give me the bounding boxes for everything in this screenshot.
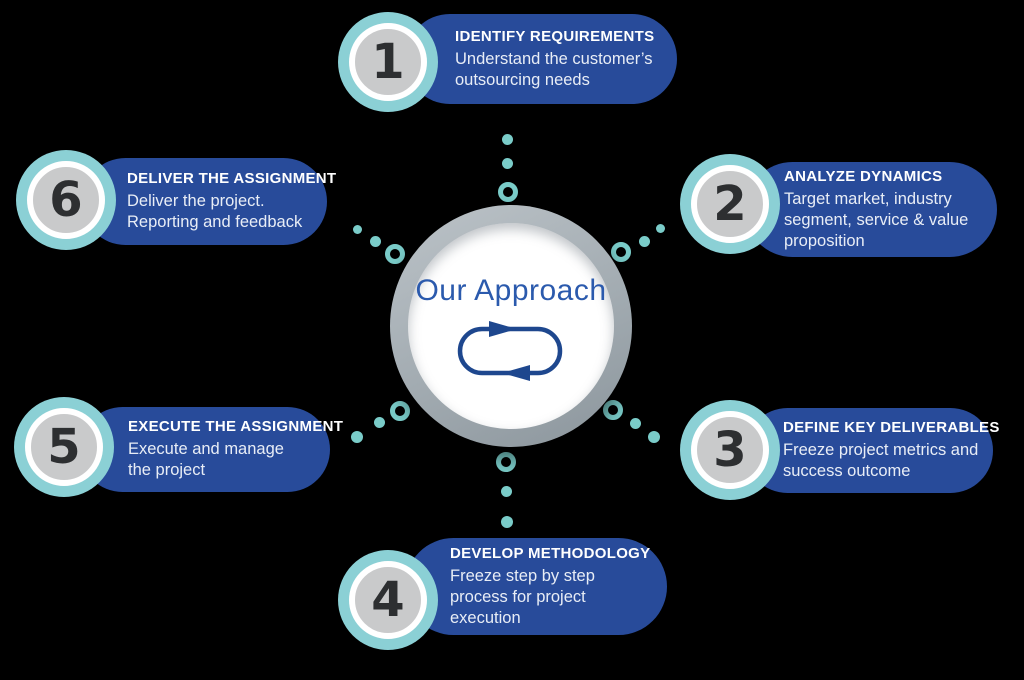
- connector-dot: [501, 486, 512, 497]
- step-number: 2: [691, 165, 769, 243]
- step-description: Freeze step by step process for project …: [450, 566, 595, 627]
- step-5-number-badge: 5: [14, 397, 114, 497]
- step-description: Deliver the project. Reporting and feedb…: [127, 192, 303, 231]
- step-title: DELIVER THE ASSIGNMENT: [127, 170, 337, 187]
- step-6-number-badge: 6: [16, 150, 116, 250]
- connector-ring: [496, 452, 516, 472]
- step-description: Target market, industry segment, service…: [784, 189, 969, 250]
- step-6-pill: DELIVER THE ASSIGNMENT Deliver the proje…: [82, 158, 337, 245]
- connector-dot: [501, 516, 513, 528]
- step-title: DEFINE KEY DELIVERABLES: [783, 419, 1000, 436]
- step-description: Execute and manage the project: [128, 440, 284, 479]
- connector-dot: [639, 236, 650, 247]
- connector-dot: [656, 224, 665, 233]
- connector-dot: [630, 418, 641, 429]
- step-2-pill: ANALYZE DYNAMICS Target market, industry…: [745, 162, 997, 257]
- step-description: Freeze project metrics and success outco…: [783, 441, 979, 480]
- connector-ring: [498, 182, 518, 202]
- center-title: Our Approach: [415, 274, 607, 307]
- connector-dot: [648, 431, 660, 443]
- step-title: EXECUTE THE ASSIGNMENT: [128, 418, 344, 435]
- step-number: 6: [27, 161, 105, 239]
- step-3-pill: DEFINE KEY DELIVERABLES Freeze project m…: [745, 408, 1000, 493]
- step-number: 1: [349, 23, 427, 101]
- connector-dot: [370, 236, 381, 247]
- center-circle-face: Our Approach: [408, 223, 614, 429]
- step-3-number-badge: 3: [680, 400, 780, 500]
- connector-ring: [611, 242, 631, 262]
- connector-dot: [353, 225, 362, 234]
- connector-ring: [385, 244, 405, 264]
- step-number: 3: [691, 411, 769, 489]
- step-title: DEVELOP METHODOLOGY: [450, 544, 651, 562]
- connector-dot: [502, 158, 513, 169]
- step-title: ANALYZE DYNAMICS: [784, 167, 943, 185]
- step-1-pill: IDENTIFY REQUIREMENTS Understand the cus…: [405, 14, 677, 104]
- step-description: Understand the customer’s outsourcing ne…: [455, 49, 653, 89]
- center-circle: Our Approach: [390, 205, 632, 447]
- connector-ring: [390, 401, 410, 421]
- step-5-pill: EXECUTE THE ASSIGNMENT Execute and manag…: [80, 407, 344, 492]
- step-4-pill: DEVELOP METHODOLOGY Freeze step by step …: [405, 538, 667, 635]
- connector-dot: [374, 417, 385, 428]
- step-2-number-badge: 2: [680, 154, 780, 254]
- step-number: 5: [25, 408, 103, 486]
- step-number: 4: [349, 561, 427, 639]
- connector-ring: [603, 400, 623, 420]
- step-4-number-badge: 4: [338, 550, 438, 650]
- step-1-number-badge: 1: [338, 12, 438, 112]
- cycle-loop-icon: [457, 321, 563, 381]
- connector-dot: [351, 431, 363, 443]
- connector-dot: [502, 134, 513, 145]
- step-title: IDENTIFY REQUIREMENTS: [455, 27, 655, 45]
